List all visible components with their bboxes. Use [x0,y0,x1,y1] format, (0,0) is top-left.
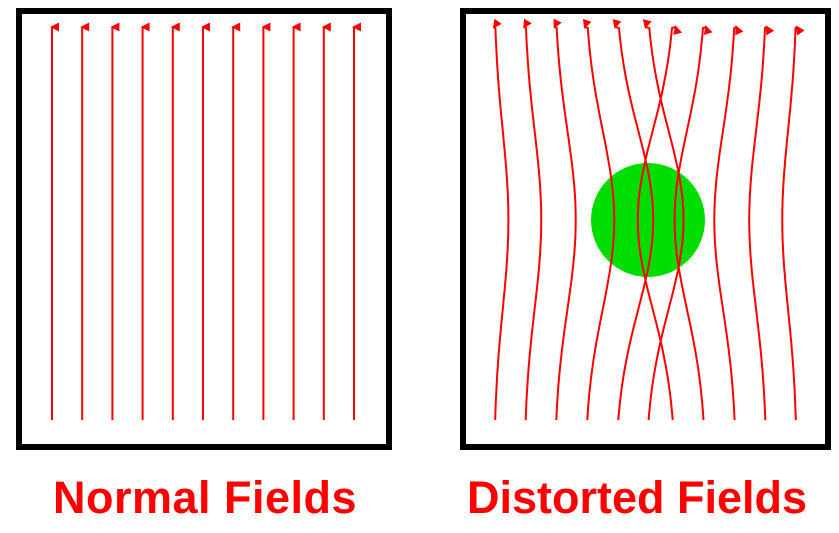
distorted-field-line [492,18,510,421]
distorted-field-line [612,19,655,421]
distorted-field-line [636,25,682,421]
normal-fields-caption: Normal Fields [52,472,358,523]
distorted-field-line [553,18,577,421]
distorted-field-line [713,25,744,421]
distorted-field-line [523,18,543,421]
distorted-field-line [748,25,775,421]
distorted-field-line [642,19,685,421]
distorted-field-line [781,25,805,421]
distorted-field-line [582,18,616,421]
normal-field-lines [50,22,361,420]
distorted-field-lines [492,18,805,421]
distorted-fields-caption: Distorted Fields [466,472,808,523]
obstacle-disc [591,163,705,277]
distorted-field-line [673,25,713,421]
